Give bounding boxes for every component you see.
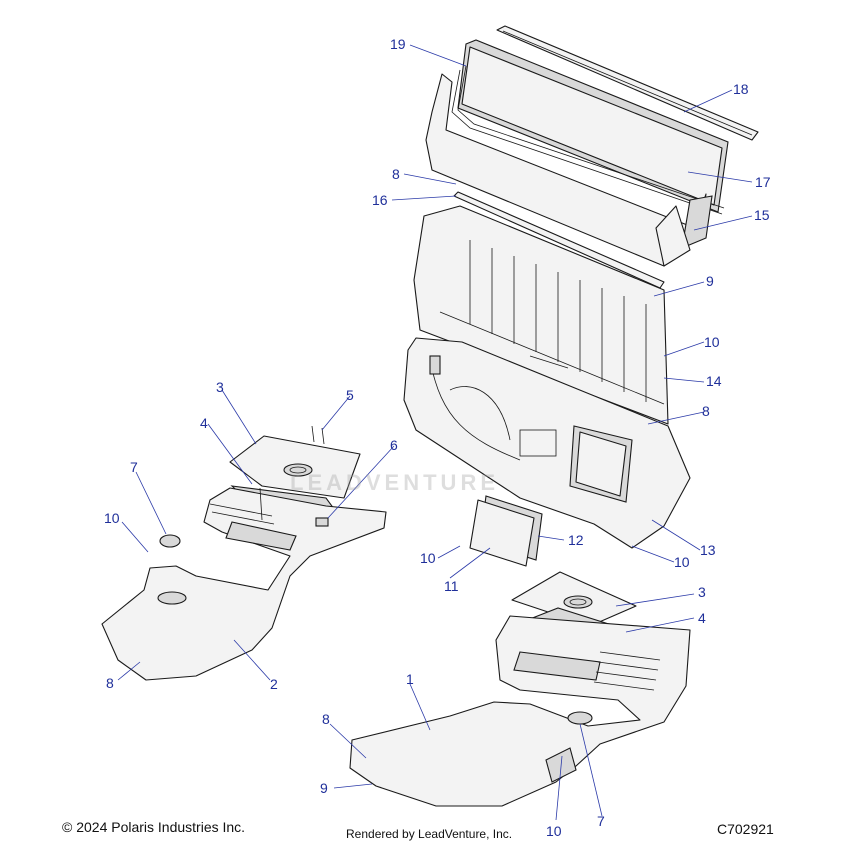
callout-9-upper: 9 [706, 273, 714, 289]
part-13-lower-bulkhead [403, 337, 691, 549]
callout-19: 19 [390, 36, 406, 52]
callout-12: 12 [568, 532, 584, 548]
part-19-bracket [451, 65, 725, 215]
callout-8-mid: 8 [702, 403, 710, 419]
callout-18: 18 [733, 81, 749, 97]
part-2-left-floor [101, 487, 387, 681]
callout-3-right: 3 [698, 584, 706, 600]
part-7-left-handle [159, 534, 181, 548]
rendered-by-text: Rendered by LeadVenture, Inc. [346, 827, 513, 841]
part-3-left-seat-plate [229, 435, 361, 499]
callout-10-right-mid: 10 [674, 554, 690, 570]
part-1-right-floor [349, 615, 691, 807]
callout-2: 2 [270, 676, 278, 692]
callout-8-top: 8 [392, 166, 400, 182]
leader-lines [117, 44, 753, 821]
part-7-right-handle [567, 711, 593, 725]
callout-4-right: 4 [698, 610, 706, 626]
part-6-latch [315, 517, 329, 527]
callout-15: 15 [754, 207, 770, 223]
part-16-strip [453, 191, 665, 289]
callout-6: 6 [390, 437, 398, 453]
callout-9-lower: 9 [320, 780, 328, 796]
part-15-upper-frame [425, 73, 713, 267]
part-14-rear-wall [413, 205, 669, 425]
callout-17: 17 [755, 174, 771, 190]
callout-13: 13 [700, 542, 716, 558]
callout-10-left: 10 [104, 510, 120, 526]
callout-16: 16 [372, 192, 388, 208]
callout-10-panel: 10 [420, 550, 436, 566]
callout-11: 11 [444, 578, 459, 594]
callout-1: 1 [406, 671, 414, 687]
callout-7-left: 7 [130, 459, 138, 475]
part-5-fastener [311, 425, 325, 445]
callout-7-right: 7 [597, 813, 605, 829]
part-17-panel [457, 39, 729, 213]
callout-10-upper: 10 [704, 334, 720, 350]
copyright-text: © 2024 Polaris Industries Inc. [62, 819, 246, 835]
callout-8-right-floor: 8 [322, 711, 330, 727]
part-11-access-panel [469, 499, 535, 567]
diagram-code: C702921 [717, 821, 774, 837]
callout-5: 5 [346, 387, 354, 403]
callout-3-left: 3 [216, 379, 224, 395]
callout-8-left-floor: 8 [106, 675, 114, 691]
part-18-trim-strip [496, 25, 759, 141]
callout-4-left: 4 [200, 415, 208, 431]
callout-10-bottom: 10 [546, 823, 562, 839]
callouts: 19 18 17 8 16 15 9 10 14 8 3 5 4 6 7 10 … [104, 36, 771, 839]
callout-14: 14 [706, 373, 722, 389]
watermark: LEADVENTURE [290, 470, 500, 495]
